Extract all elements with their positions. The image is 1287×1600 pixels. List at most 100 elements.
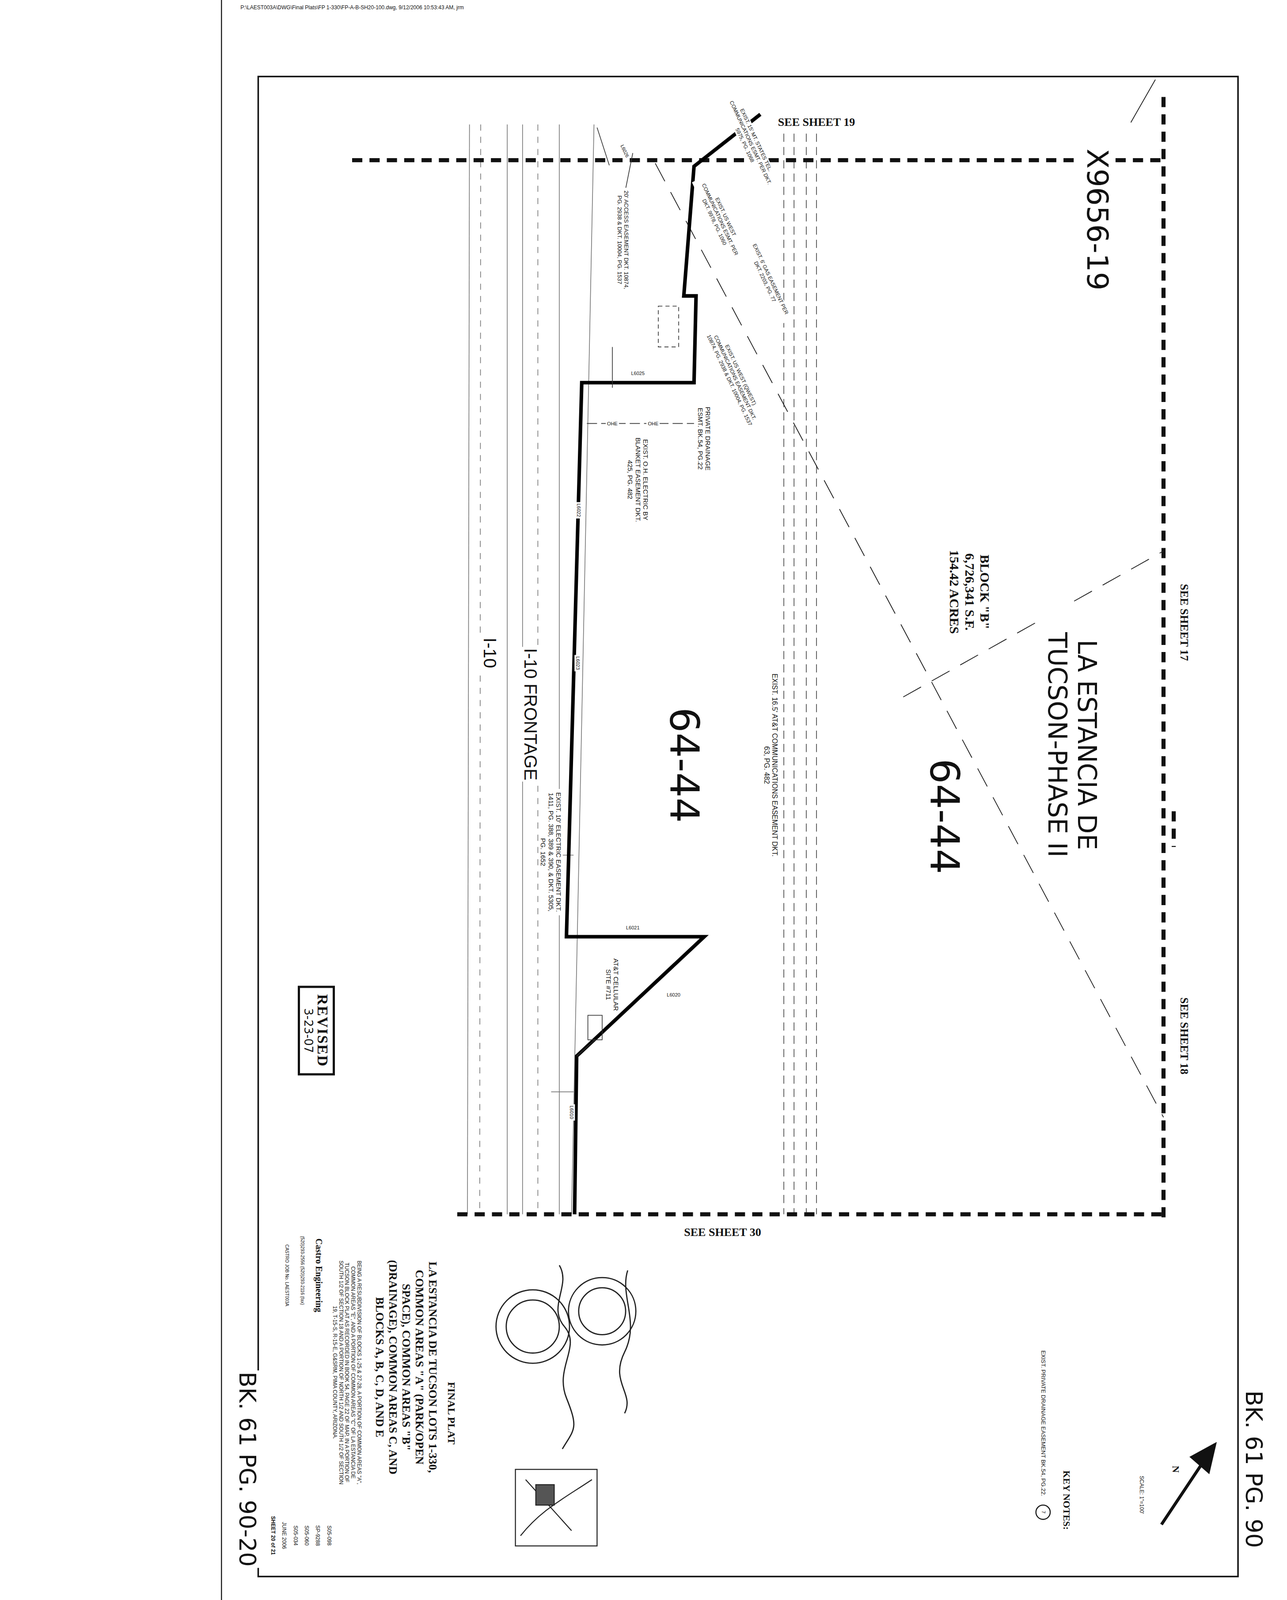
road-line bbox=[506, 124, 508, 1215]
firm-name: Castro Engineering bbox=[312, 1237, 324, 1314]
parcel-detail bbox=[611, 346, 613, 388]
case-number: SP-9288 bbox=[314, 1524, 322, 1548]
parcel-detail bbox=[576, 127, 695, 1057]
easement-line bbox=[805, 120, 807, 1215]
match-note: SEE SHEET 30 bbox=[682, 1225, 763, 1240]
vicinity-map bbox=[515, 1469, 598, 1546]
parcel-detail bbox=[596, 127, 610, 166]
parcel-detail bbox=[588, 1015, 603, 1040]
easement-line bbox=[783, 120, 785, 1215]
handwritten-number: 64-44 bbox=[660, 706, 708, 825]
line-number: L6022 bbox=[575, 502, 582, 519]
sheet-title: FINAL PLAT bbox=[444, 1380, 458, 1447]
block-acres: 154.42 ACRES bbox=[946, 548, 963, 636]
plat-title: LA ESTANCIA DE TUCSON LOTS 1-330, COMMON… bbox=[372, 1251, 440, 1484]
match-line bbox=[1171, 811, 1176, 847]
job-number: CASTRO JOB No. LAEST003A bbox=[283, 1243, 290, 1308]
section-line bbox=[1131, 79, 1156, 123]
parcel-detail bbox=[576, 1040, 596, 1057]
easement-note: EXIST. US WEST (QWEST) COMMUNICATIONS EA… bbox=[703, 324, 767, 431]
case-number: S05-060 bbox=[302, 1524, 310, 1548]
vicinity-map bbox=[520, 1479, 593, 1536]
handwritten-number: 64-44 bbox=[920, 757, 968, 876]
easement-note: EXIST. O.H. ELECTRIC BY BLANKET EASEMENT… bbox=[626, 434, 650, 526]
road-line bbox=[550, 1091, 574, 1093]
match-note: SEE SHEET 19 bbox=[776, 115, 857, 130]
key-note: EXIST. PRIVATE DRAINAGE EASEMENT BK.54, … bbox=[1039, 1349, 1047, 1498]
case-number: S05-034 bbox=[291, 1524, 299, 1548]
handwritten-title: LA ESTANCIA DE TUCSON-PHASE II bbox=[1041, 606, 1102, 884]
key-note-circle bbox=[1036, 1505, 1051, 1520]
vicinity-map bbox=[535, 1484, 555, 1506]
road-line bbox=[467, 124, 470, 1215]
stamp-word: REVISED bbox=[314, 993, 331, 1069]
section-line bbox=[655, 163, 1164, 1118]
block-name: BLOCK "B" bbox=[976, 553, 994, 631]
book-page: BK. 61 PG. 90 bbox=[1239, 1389, 1268, 1550]
engineer-seal bbox=[558, 1265, 574, 1450]
north-letter: N bbox=[1169, 1464, 1182, 1475]
site-note: AT&T CELLULAR SITE #711 bbox=[604, 956, 621, 1013]
firm-address: (520)293-2556 (520)293-2116 (fax) bbox=[299, 1222, 306, 1319]
easement-note: EXIST. US WEST COMMUNICATIONS ESMT. PER … bbox=[691, 174, 748, 265]
north-arrow bbox=[1192, 1445, 1215, 1472]
north-arrow bbox=[1161, 1457, 1207, 1525]
plat-description: BEING A RESUBDIVISION OF BLOCKS 1-25 & 2… bbox=[331, 1256, 363, 1489]
match-line bbox=[457, 1212, 1164, 1217]
sheet-frame bbox=[221, 0, 1238, 1600]
easement-line bbox=[816, 120, 817, 1215]
road-name: I-10 FRONTAGE bbox=[520, 646, 542, 782]
engineer-seal bbox=[578, 1287, 626, 1335]
easement-note: EXIST. 6' GAS EASEMENT PER DKT. 2203, PG… bbox=[742, 236, 793, 325]
case-number: S05-098 bbox=[325, 1524, 333, 1548]
parcel-detail bbox=[586, 423, 695, 425]
parcel-detail bbox=[658, 306, 679, 347]
line-number: L6010 bbox=[568, 1104, 575, 1121]
handwritten-number: X9656-19 bbox=[1079, 147, 1115, 292]
match-line bbox=[1161, 96, 1166, 1220]
book-page: BK. 61 PG. 90-20 bbox=[233, 1370, 261, 1569]
match-note: SEE SHEET 18 bbox=[1176, 995, 1192, 1076]
line-number: L6023 bbox=[574, 655, 581, 672]
engineer-seal bbox=[506, 1300, 560, 1354]
vicinity-map bbox=[525, 1479, 572, 1531]
engineer-seal bbox=[496, 1265, 636, 1450]
line-code: OHE bbox=[646, 420, 661, 427]
match-line bbox=[352, 96, 1174, 1220]
sheet-frame bbox=[220, 0, 222, 1600]
line-code: OHE bbox=[605, 420, 619, 427]
easement-note: 20' ACCESS EASEMENT DKT. 10874, PG. 2938… bbox=[615, 187, 630, 293]
engineer-seal bbox=[619, 1270, 631, 1414]
road-line bbox=[558, 124, 560, 1215]
plat-date: JUNE 2006 bbox=[280, 1521, 288, 1551]
easement-line bbox=[783, 120, 817, 1215]
line-number: L6020 bbox=[665, 991, 682, 999]
easement-note: PRIVATE DRAINAGE ESMT. BK.54, PG.22 bbox=[696, 402, 713, 476]
road-line bbox=[467, 124, 594, 1215]
vicinity-map bbox=[515, 1469, 598, 1546]
easement-note: EXIST. 16.5' AT&T COMMUNICATIONS EASEMEN… bbox=[762, 671, 780, 860]
easement-line bbox=[793, 120, 795, 1215]
block-boundary bbox=[566, 114, 761, 1215]
scale-note: SCALE: 1"=100' bbox=[1137, 1474, 1145, 1516]
road-name: I-10 bbox=[479, 636, 501, 670]
line-number: L6025 bbox=[629, 370, 646, 377]
stamp-date: 3-23-07 bbox=[301, 993, 315, 1069]
north-arrow bbox=[1161, 1445, 1215, 1525]
block-boundary bbox=[566, 114, 761, 1215]
block-area: 6,726,341 S.F. bbox=[961, 551, 978, 632]
section-line bbox=[655, 79, 1164, 1118]
sheet-frame bbox=[258, 76, 1238, 1577]
match-note: SEE SHEET 17 bbox=[1176, 582, 1192, 663]
section-line bbox=[903, 550, 1164, 697]
sheet-number: SHEET 20 of 21 bbox=[269, 1514, 277, 1557]
easement-note: EXIST. 15' MT. STATES TEL. COMMUNICATION… bbox=[720, 93, 780, 193]
line-number: L6026 bbox=[618, 142, 631, 160]
line-number: L6021 bbox=[624, 924, 642, 931]
easement-note: EXIST. 10' ELECTRIC EASEMENT DKT. 1411, … bbox=[539, 789, 564, 916]
key-notes-heading: KEY NOTES: bbox=[1060, 1469, 1073, 1531]
file-path: P:\LAEST003A\DWG\Final Plats\FP 1-330\FP… bbox=[239, 4, 465, 12]
revision-stamp: REVISED3-23-07 bbox=[297, 986, 335, 1076]
key-note-circle bbox=[1036, 1505, 1051, 1520]
